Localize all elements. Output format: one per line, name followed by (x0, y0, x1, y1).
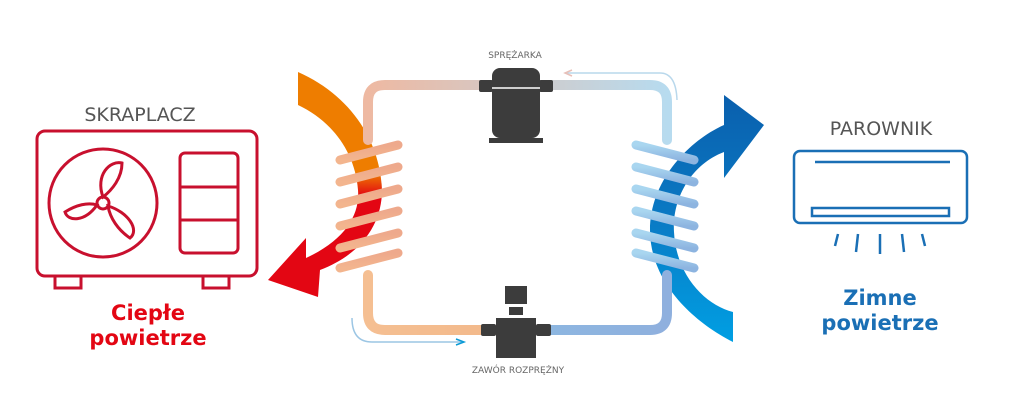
vent-panel-icon (178, 151, 240, 255)
outdoor-unit-icon (35, 129, 259, 278)
condenser-unit: SKRAPLACZ Ciepłe powietrze (35, 104, 259, 350)
valve-label: ZAWÓR ROZPRĘŻNY (472, 364, 565, 376)
fan-icon (47, 147, 159, 259)
expansion-valve-icon: ZAWÓR ROZPRĘŻNY (472, 286, 565, 376)
flow-arrow-top (563, 69, 678, 101)
condenser-coil (335, 140, 403, 273)
evaporator-unit: PAROWNIK Zimne powietrze (792, 118, 969, 335)
cold-air-label: Zimne (843, 286, 917, 310)
condenser-title: SKRAPLACZ (84, 104, 195, 126)
warm-air-label: Ciepłe (111, 301, 185, 325)
warm-air-label-2: powietrze (89, 326, 206, 350)
cold-air-arrow (650, 95, 764, 342)
evaporator-title: PAROWNIK (830, 118, 933, 140)
evaporator-coil (631, 140, 699, 273)
compressor-label: SPRĘŻARKA (488, 50, 542, 61)
compressor-icon: SPRĘŻARKA (479, 50, 553, 143)
indoor-unit-icon (792, 149, 969, 254)
flow-arrow-bottom (351, 317, 467, 346)
cold-air-label-2: powietrze (821, 311, 938, 335)
